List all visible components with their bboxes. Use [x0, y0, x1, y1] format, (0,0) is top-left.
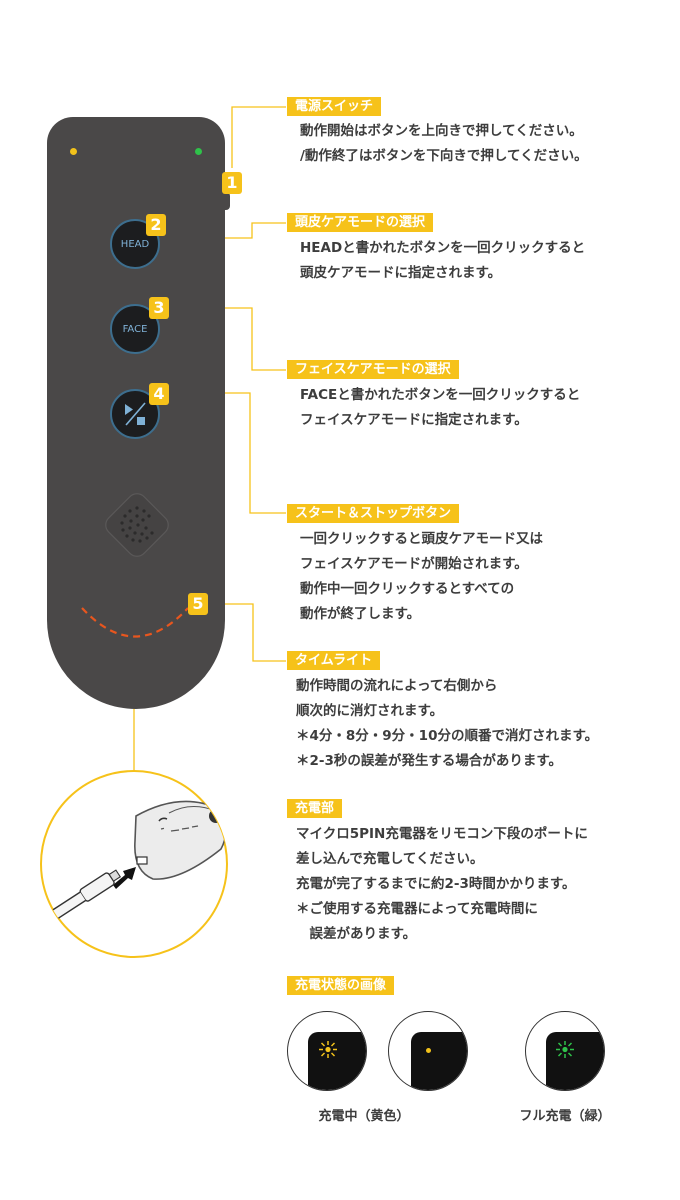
- start-stop-desc-3: 動作中一回クリックするとすべての: [300, 581, 515, 597]
- charging-desc-2: 差し込んで充電してください。: [296, 851, 484, 867]
- charging-desc-5: 誤差があります。: [296, 926, 417, 942]
- badge-4: 4: [149, 383, 169, 405]
- face-mode-title: フェイスケアモードの選択: [287, 360, 459, 379]
- power-switch-title: 電源スイッチ: [287, 97, 382, 116]
- charging-desc-1: マイクロ5PIN充電器をリモコン下段のポートに: [296, 826, 588, 842]
- status-charging-image-1: [287, 1011, 367, 1091]
- status-charging-image-2: [388, 1011, 468, 1091]
- charging-title: 充電部: [287, 799, 343, 818]
- status-title: 充電状態の画像: [287, 976, 395, 995]
- head-button-label: HEAD: [120, 238, 150, 250]
- power-switch-desc-1: 動作開始はボタンを上向きで押してください。: [300, 123, 583, 139]
- charging-port-illustration: [41, 771, 227, 957]
- led-green-indicator: [195, 148, 202, 155]
- face-mode-desc-2: フェイスケアモードに指定されます。: [300, 412, 528, 428]
- head-mode-desc-2: 頭皮ケアモードに指定されます。: [300, 265, 502, 281]
- head-mode-desc-1: HEADと書かれたボタンを一回クリックすると: [300, 240, 586, 256]
- time-light-title: タイムライト: [287, 651, 381, 670]
- badge-3: 3: [149, 297, 169, 319]
- start-stop-title: スタート＆ストップボタン: [287, 504, 460, 523]
- power-switch[interactable]: [224, 192, 230, 210]
- status-full-caption: フル充電（緑）: [519, 1109, 611, 1124]
- charging-desc-3: 充電が完了するまでに約2-3時間かかります。: [296, 876, 576, 892]
- status-full-image: [525, 1011, 605, 1091]
- start-stop-desc-1: 一回クリックすると頭皮ケアモード又は: [300, 531, 543, 547]
- badge-2: 2: [146, 214, 166, 236]
- status-charging-caption: 充電中（黄色）: [318, 1109, 410, 1124]
- head-mode-title: 頭皮ケアモードの選択: [287, 213, 434, 232]
- face-mode-desc-1: FACEと書かれたボタンを一回クリックすると: [300, 387, 581, 403]
- play-stop-icon: [125, 402, 146, 426]
- time-light-desc-2: 順次的に消灯されます。: [296, 703, 444, 719]
- head-button[interactable]: HEAD: [110, 219, 160, 269]
- badge-5: 5: [188, 593, 208, 615]
- charging-desc-4: ＊ご使用する充電器によって充電時間に: [296, 901, 538, 917]
- start-stop-desc-4: 動作が終了します。: [300, 606, 421, 622]
- face-button-label: FACE: [122, 323, 148, 335]
- led-yellow-indicator: [70, 148, 77, 155]
- time-light: [70, 590, 200, 650]
- badge-1: 1: [222, 172, 242, 194]
- time-light-desc-4: ＊2-3秒の誤差が発生する場合があります。: [296, 753, 563, 769]
- time-light-desc-1: 動作時間の流れによって右側から: [296, 678, 498, 694]
- time-light-desc-3: ＊4分・8分・9分・10分の順番で消灯されます。: [296, 728, 599, 744]
- power-switch-desc-2: /動作終了はボタンを下向きで押してください。: [300, 148, 588, 164]
- start-stop-desc-2: フェイスケアモードが開始されます。: [300, 556, 528, 572]
- speaker-grill: [100, 488, 174, 562]
